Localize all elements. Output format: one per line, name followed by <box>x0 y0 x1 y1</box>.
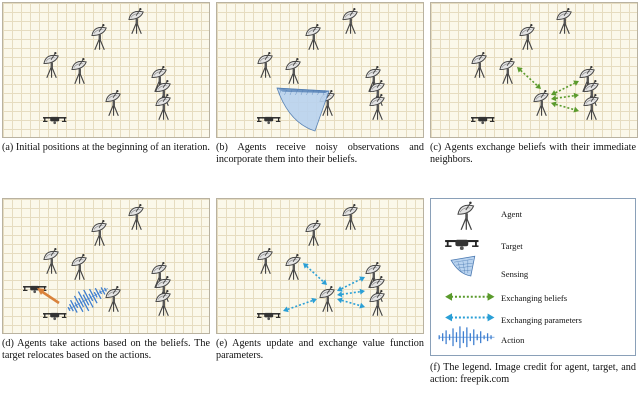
agent-icon <box>305 219 321 247</box>
panel-a-scene <box>43 7 171 125</box>
parameter-arrow <box>337 276 365 292</box>
sensing-cone <box>276 87 330 132</box>
parameter-arrow <box>303 263 327 285</box>
caption-e: (e) Agents update and exchange value fun… <box>216 338 424 361</box>
agent-icon <box>43 247 59 275</box>
caption-c: (c) Agents exchange beliefs with their i… <box>430 142 636 165</box>
drone-icon <box>257 116 281 125</box>
drone-icon <box>257 312 281 321</box>
agent-icon <box>365 261 381 289</box>
agent-icon <box>155 93 171 121</box>
agent-icon <box>285 57 301 85</box>
agent-icon <box>257 51 273 79</box>
legend-label-action: Action <box>501 335 525 345</box>
agent-icon <box>257 247 273 275</box>
belief-arrow <box>551 92 579 102</box>
belief-arrow <box>517 67 541 89</box>
agent-icon <box>457 201 475 231</box>
drone-icon <box>445 239 479 251</box>
panel-a-initial-positions <box>2 2 210 138</box>
agent-icon <box>71 253 87 281</box>
agent-icon <box>155 289 171 317</box>
panel-e-scene <box>257 203 385 321</box>
legend-label-exchanging-beliefs: Exchanging beliefs <box>501 293 568 303</box>
agent-icon <box>319 285 335 313</box>
agent-icon <box>71 57 87 85</box>
action-wave <box>438 326 495 349</box>
agent-icon <box>342 7 358 35</box>
agent-icon <box>305 23 321 51</box>
agent-icon <box>342 203 358 231</box>
caption-d: (d) Agents take actions based on the bel… <box>2 338 210 361</box>
parameter-arrow <box>283 297 317 313</box>
caption-b: (b) Agents receive noisy observations an… <box>216 142 424 165</box>
parameter-arrow <box>337 297 365 309</box>
action-arrow <box>37 288 60 305</box>
agent-icon <box>556 7 572 35</box>
agent-icon <box>369 289 385 317</box>
agent-icon <box>91 219 107 247</box>
panel-e-exchange-parameters <box>216 198 424 334</box>
panel-b-scene <box>257 7 385 132</box>
agent-icon <box>369 93 385 121</box>
caption-f: (f) The legend. Image credit for agent, … <box>430 362 636 385</box>
agent-icon <box>285 253 301 281</box>
legend-label-target: Target <box>501 241 523 251</box>
agent-icon <box>583 93 599 121</box>
panel-d-take-actions <box>2 198 210 334</box>
agent-icon <box>128 7 144 35</box>
legend-label-sensing: Sensing <box>501 269 529 279</box>
drone-icon <box>43 116 67 125</box>
drone-icon <box>23 285 47 294</box>
legend-label-agent: Agent <box>501 209 523 219</box>
agent-icon <box>43 51 59 79</box>
drone-icon <box>43 312 67 321</box>
action-wave <box>67 287 108 313</box>
agent-icon <box>471 51 487 79</box>
drone-icon <box>471 116 495 125</box>
agent-icon <box>151 261 167 289</box>
legend-panel: Agent Target Sensing Exchanging beliefs … <box>430 198 636 356</box>
agent-icon <box>533 89 549 117</box>
sensing-cone-icon <box>450 255 476 277</box>
legend-label-exchanging-parameters: Exchanging parameters <box>501 315 582 325</box>
panel-c-scene <box>471 7 599 125</box>
drone-icon <box>445 239 479 251</box>
exchanging-beliefs-icon <box>445 292 495 301</box>
parameter-arrow <box>337 288 365 298</box>
agent-icon <box>365 65 381 93</box>
agent-icon <box>128 203 144 231</box>
caption-a: (a) Initial positions at the beginning o… <box>2 142 210 153</box>
agent-icon <box>499 57 515 85</box>
agent-icon <box>105 285 121 313</box>
agent-icon <box>519 23 535 51</box>
belief-arrow <box>551 101 579 113</box>
agent-icon <box>91 23 107 51</box>
panel-c-exchange-beliefs <box>430 2 638 138</box>
agent-icon <box>105 89 121 117</box>
exchanging-parameters-icon <box>445 313 495 322</box>
belief-arrow <box>551 80 579 96</box>
sound-wave-icon <box>438 326 495 349</box>
panel-d-scene <box>23 203 171 321</box>
agent-icon <box>457 201 475 231</box>
legend-graphics <box>438 201 495 349</box>
panel-b-noisy-observations <box>216 2 424 138</box>
agent-icon <box>579 65 595 93</box>
